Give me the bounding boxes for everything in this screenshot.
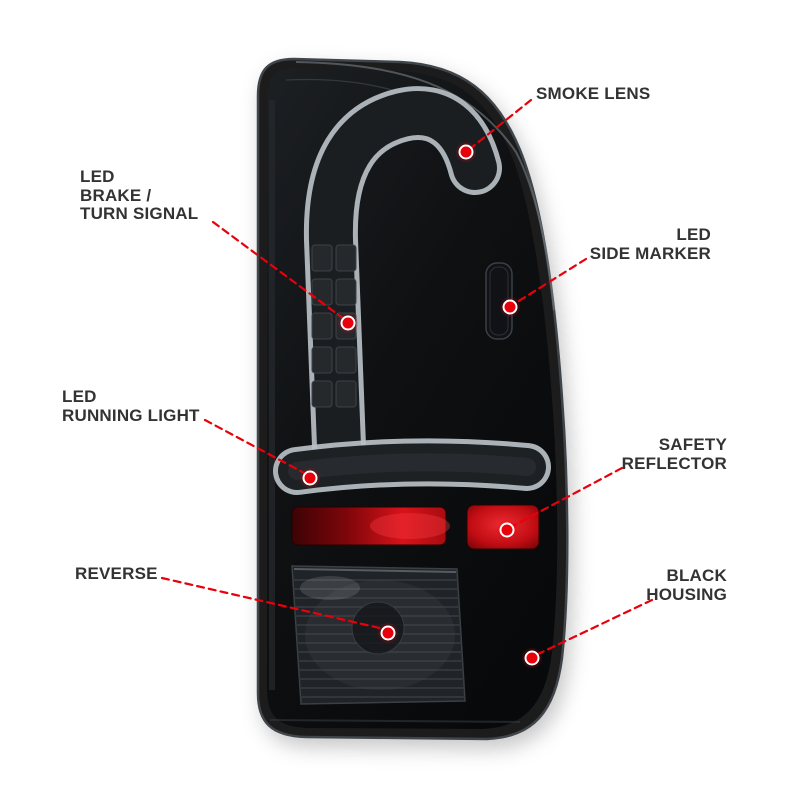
callout-label-reverse: REVERSE xyxy=(75,564,158,584)
leader-line-led-brake-turn xyxy=(211,220,346,321)
callout-label-line: HOUSING xyxy=(646,584,727,604)
callout-label-line: REVERSE xyxy=(75,564,158,583)
callout-dot-led-brake-turn xyxy=(338,313,358,333)
callout-label-smoke-lens: SMOKE LENS xyxy=(536,84,651,104)
callout-label-led-running-light: LED RUNNING LIGHT xyxy=(62,387,200,425)
reverse-lens xyxy=(291,565,466,705)
callout-label-safety-reflector: SAFETY REFLECTOR xyxy=(621,435,727,473)
callout-dot-safety-reflector xyxy=(497,520,517,540)
leader-line-reverse xyxy=(160,576,386,631)
callout-label-line: TURN SIGNAL xyxy=(80,204,199,224)
callout-dot-reverse xyxy=(378,623,398,643)
callout-dot-led-side-marker xyxy=(500,297,520,317)
running-light-bar xyxy=(273,438,551,495)
callout-label-line: SMOKE LENS xyxy=(536,84,651,103)
light-bar-tube xyxy=(303,86,502,473)
callout-dot-led-running-light xyxy=(300,468,320,488)
callout-dots xyxy=(300,142,542,668)
callout-label-led-brake-turn: LED BRAKE / TURN SIGNAL xyxy=(80,167,199,224)
callout-label-line: SIDE MARKER xyxy=(589,243,711,263)
leader-line-smoke-lens xyxy=(469,98,533,150)
callout-label-line: BLACK xyxy=(666,566,727,585)
callout-label-line: LED xyxy=(676,225,711,244)
leader-line-led-side-marker xyxy=(512,257,588,306)
callout-label-line: RUNNING LIGHT xyxy=(62,405,200,425)
callout-label-line: LED xyxy=(62,387,97,406)
callout-label-line: REFLECTOR xyxy=(621,453,727,473)
leader-line-safety-reflector xyxy=(509,466,624,529)
side-marker-lens xyxy=(485,262,513,340)
leader-line-black-housing xyxy=(534,598,654,657)
leader-lines xyxy=(160,98,654,657)
callout-label-led-side-marker: LED SIDE MARKER xyxy=(589,225,711,263)
callout-label-line: LED xyxy=(80,167,115,186)
callout-label-line: SAFETY xyxy=(658,435,727,454)
callout-dot-smoke-lens xyxy=(456,142,476,162)
callout-label-line: BRAKE / xyxy=(80,185,152,205)
callout-dot-black-housing xyxy=(522,648,542,668)
led-brake-array xyxy=(311,244,357,408)
leader-line-led-running-light xyxy=(203,418,308,476)
callout-label-black-housing: BLACK HOUSING xyxy=(646,566,727,604)
